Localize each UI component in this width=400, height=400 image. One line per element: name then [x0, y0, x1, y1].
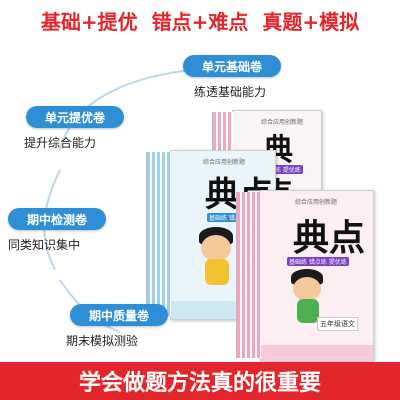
- book-bottom-bar-2: [261, 345, 373, 361]
- book-front: 综合应用创新题 典点 基础练 错点练 提优练 五年级语文: [260, 190, 374, 362]
- spines-middle: [146, 152, 171, 316]
- book-brand-3: 典点: [293, 217, 366, 259]
- label-midterm-check: 期中检测卷: [8, 208, 106, 230]
- desc-midterm-quality: 期末模拟测验: [66, 334, 139, 348]
- book-tag-3: 综合应用创新题: [295, 199, 338, 206]
- kid-face-icon: [201, 235, 231, 261]
- book-tag-2: 综合应用创新题: [203, 159, 246, 166]
- book-strip-3: 基础练 错点练 提优练: [287, 257, 349, 266]
- grade-label: 五年级语文: [317, 317, 358, 331]
- kid-body-icon-2: [297, 299, 319, 323]
- kid-face-icon-2: [293, 277, 321, 301]
- label-unit-basic: 单元基础卷: [183, 55, 281, 77]
- bottom-banner: 学会做题方法真的很重要: [0, 362, 400, 400]
- desc-unit-advanced: 提升综合能力: [24, 136, 97, 150]
- spines-front: [236, 192, 261, 358]
- label-midterm-quality: 期中质量卷: [70, 304, 168, 326]
- kid-body-icon: [205, 259, 229, 285]
- header-item-errors: 错点+难点: [151, 9, 249, 34]
- header-item-basic: 基础+提优: [40, 9, 138, 34]
- desc-unit-basic: 练透基础能力: [194, 85, 267, 99]
- product-stage: 综合应用创新题 典点 基础练 错点练 提优练 综合应用创新题 典点 基础练 错点…: [0, 40, 400, 362]
- book-tag: 综合应用创新题: [261, 119, 304, 126]
- header-row: 基础+提优 错点+难点 真题+模拟: [0, 4, 400, 36]
- label-unit-advanced: 单元提优卷: [26, 106, 124, 128]
- header-item-exams: 真题+模拟: [262, 9, 360, 34]
- desc-midterm-check: 同类知识集中: [8, 238, 81, 252]
